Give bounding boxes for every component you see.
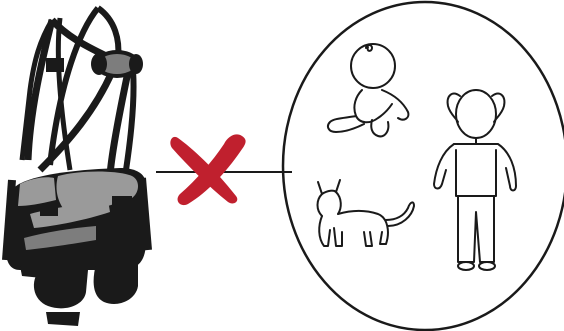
baby-icon bbox=[328, 44, 408, 136]
cross-mark-icon bbox=[170, 134, 245, 205]
child-icon bbox=[434, 90, 516, 270]
circle-icon bbox=[283, 2, 564, 330]
cat-icon bbox=[318, 180, 415, 246]
harness-icon bbox=[6, 8, 148, 326]
